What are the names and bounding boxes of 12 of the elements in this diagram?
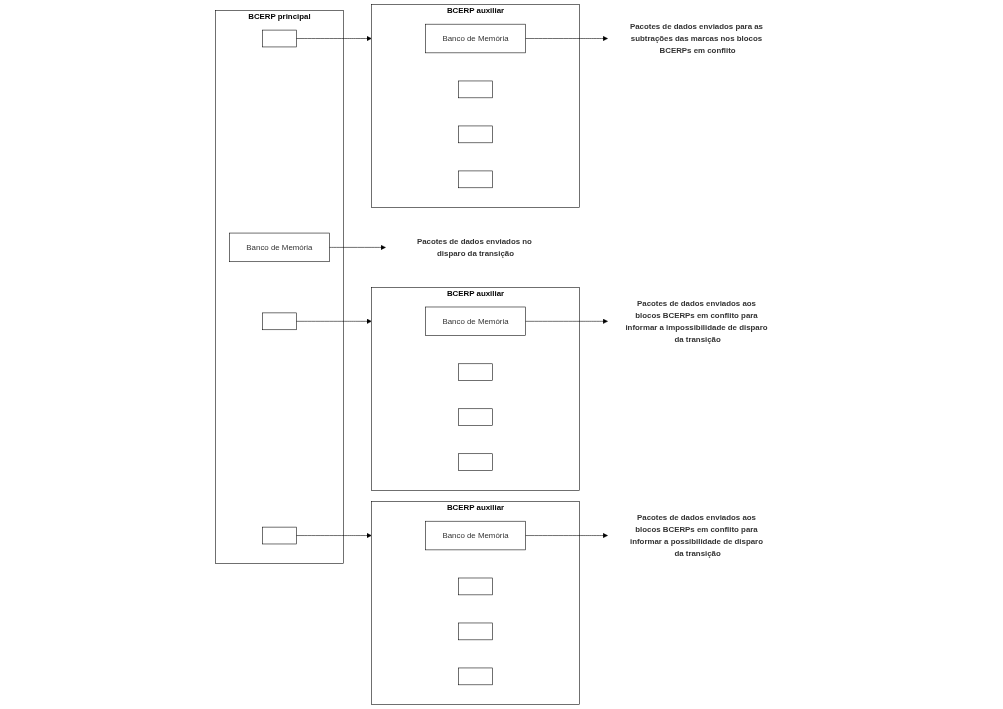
node-box bbox=[458, 453, 493, 471]
node-box bbox=[458, 622, 493, 641]
node-box bbox=[458, 170, 493, 189]
node-box bbox=[458, 80, 493, 99]
node-box bbox=[262, 526, 297, 545]
node-box bbox=[458, 408, 493, 426]
node-box bbox=[458, 577, 493, 596]
node-box bbox=[458, 125, 493, 144]
node-box bbox=[458, 363, 493, 381]
node-box bbox=[262, 312, 297, 331]
node-box bbox=[458, 667, 493, 686]
node-box bbox=[262, 29, 297, 48]
